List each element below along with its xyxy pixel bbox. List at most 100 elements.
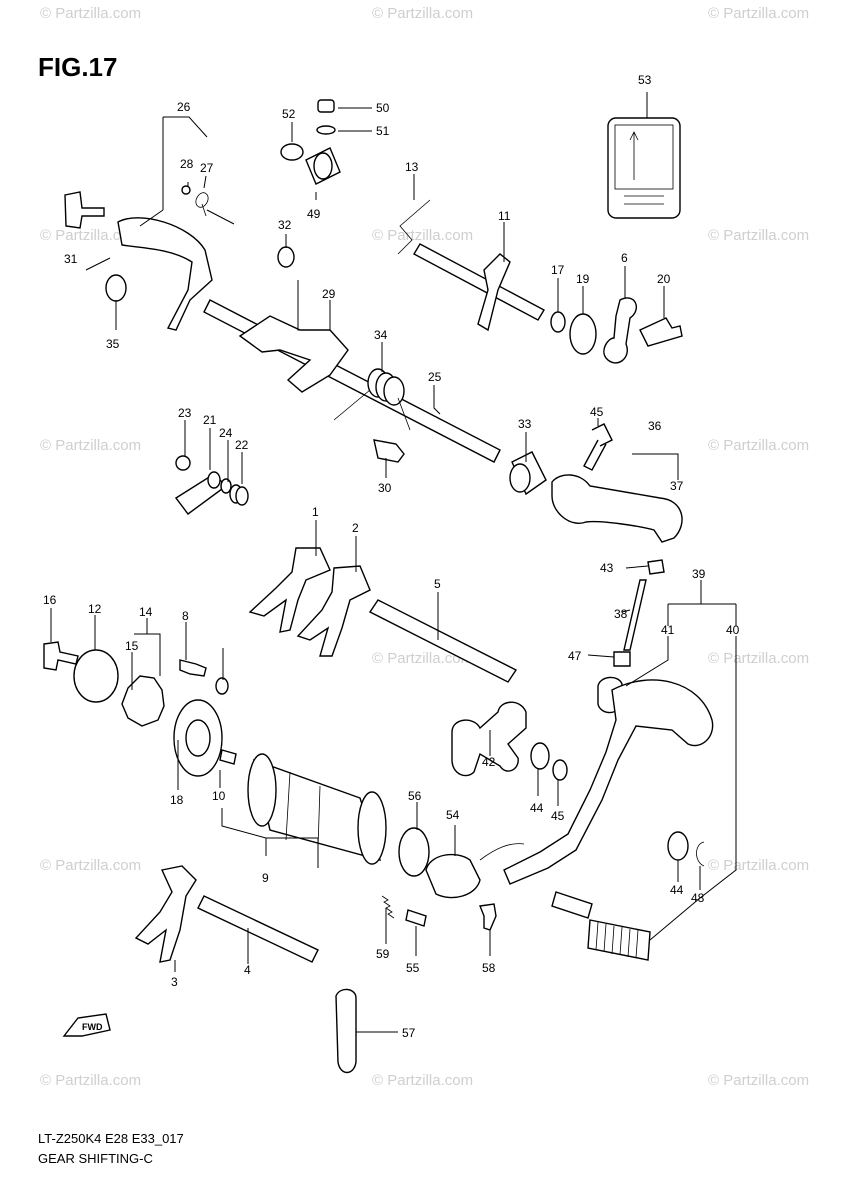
watermark: © Partzilla.com bbox=[708, 437, 809, 454]
spring bbox=[229, 484, 249, 506]
callout: 11 bbox=[498, 209, 511, 223]
fork-shaft bbox=[197, 895, 319, 963]
callout: 13 bbox=[405, 160, 419, 174]
callout: 58 bbox=[482, 961, 496, 975]
watermark: © Partzilla.com bbox=[372, 1072, 473, 1089]
callout: 16 bbox=[43, 593, 57, 607]
washer bbox=[207, 471, 221, 489]
callout: 53 bbox=[638, 73, 652, 87]
callout: 59 bbox=[376, 947, 390, 961]
figure-caption: GEAR SHIFTING-C bbox=[38, 1151, 153, 1166]
callout: 17 bbox=[551, 263, 565, 277]
callout: 28 bbox=[180, 157, 194, 171]
cap bbox=[317, 99, 335, 113]
callout: 32 bbox=[278, 218, 292, 232]
shift-fork bbox=[296, 565, 371, 657]
callout: 22 bbox=[235, 438, 249, 452]
callout: 42 bbox=[482, 755, 496, 769]
callout: 5 bbox=[434, 577, 441, 591]
bolt bbox=[64, 191, 105, 229]
callout: 6 bbox=[621, 251, 628, 265]
watermark: © Partzilla.com bbox=[708, 227, 809, 244]
shift-rod bbox=[623, 579, 647, 651]
bearing bbox=[569, 313, 597, 355]
washer bbox=[105, 274, 127, 302]
washer bbox=[552, 759, 568, 781]
bearing-face bbox=[509, 463, 531, 493]
parts: FWD bbox=[43, 99, 714, 1074]
fwd-arrow-icon bbox=[62, 1013, 111, 1037]
nut bbox=[647, 559, 665, 575]
watermark: © Partzilla.com bbox=[40, 857, 141, 874]
callout: 45 bbox=[551, 809, 565, 823]
figure-title: FIG.17 bbox=[38, 52, 118, 82]
callout: 39 bbox=[692, 567, 706, 581]
pin bbox=[219, 749, 237, 765]
watermark: © Partzilla.com bbox=[708, 650, 809, 667]
watermark: © Partzilla.com bbox=[372, 227, 473, 244]
callout: 56 bbox=[408, 789, 422, 803]
cam-plate bbox=[73, 649, 119, 703]
callout: 49 bbox=[307, 207, 321, 221]
callout: 45 bbox=[590, 405, 604, 419]
callout: 21 bbox=[203, 413, 217, 427]
callout: 43 bbox=[600, 561, 614, 575]
callout: 25 bbox=[428, 370, 442, 384]
callout: 3 bbox=[171, 975, 178, 989]
circlip bbox=[696, 841, 705, 867]
callout: 12 bbox=[88, 602, 102, 616]
model-code: LT-Z250K4 E28 E33_017 bbox=[38, 1131, 184, 1146]
callout: 31 bbox=[64, 252, 78, 266]
neutral-switch bbox=[425, 853, 481, 899]
shift-arm bbox=[117, 217, 213, 331]
bolt bbox=[583, 423, 613, 471]
watermark: © Partzilla.com bbox=[40, 1072, 141, 1089]
watermark: © Partzilla.com bbox=[708, 857, 809, 874]
callout: 55 bbox=[406, 961, 420, 975]
bolt bbox=[43, 641, 79, 671]
callout: 27 bbox=[200, 161, 214, 175]
spring bbox=[381, 895, 395, 919]
spring bbox=[195, 192, 209, 217]
pin bbox=[181, 185, 191, 195]
spring bbox=[397, 199, 431, 255]
shaft-plate bbox=[238, 315, 349, 393]
pin bbox=[215, 677, 229, 695]
leader-lines bbox=[50, 92, 737, 1033]
callout: 40 bbox=[726, 623, 740, 637]
washer bbox=[550, 311, 566, 333]
washer bbox=[277, 246, 295, 268]
callout: 54 bbox=[446, 808, 460, 822]
plug-end bbox=[313, 152, 333, 180]
callout: 4 bbox=[244, 963, 251, 977]
washer bbox=[220, 478, 232, 494]
callout: 37 bbox=[670, 479, 684, 493]
fwd-label: FWD bbox=[82, 1022, 103, 1032]
bolt-head bbox=[175, 455, 191, 471]
watermark: © Partzilla.com bbox=[708, 1072, 809, 1089]
bolt bbox=[479, 903, 497, 931]
pin bbox=[373, 439, 405, 463]
watermark: © Partzilla.com bbox=[40, 5, 141, 22]
callout: 38 bbox=[614, 607, 628, 621]
washer bbox=[530, 742, 550, 770]
watermark: © Partzilla.com bbox=[40, 437, 141, 454]
callout: 44 bbox=[670, 883, 684, 897]
pin bbox=[405, 909, 427, 927]
callout: 30 bbox=[378, 481, 392, 495]
bearing-race bbox=[185, 719, 211, 757]
shift-drum bbox=[247, 753, 387, 865]
callout: 1 bbox=[312, 505, 319, 519]
nut bbox=[613, 651, 631, 667]
watermarks: © Partzilla.com © Partzilla.com © Partzi… bbox=[40, 5, 809, 1089]
callout: 19 bbox=[576, 272, 590, 286]
callout: 15 bbox=[125, 639, 139, 653]
watermark: © Partzilla.com bbox=[372, 650, 473, 667]
callout: 24 bbox=[219, 426, 233, 440]
label-arrow bbox=[629, 131, 639, 180]
o-ring bbox=[280, 143, 304, 161]
callout: 14 bbox=[139, 605, 153, 619]
callout: 18 bbox=[170, 793, 184, 807]
callout: 34 bbox=[374, 328, 388, 342]
